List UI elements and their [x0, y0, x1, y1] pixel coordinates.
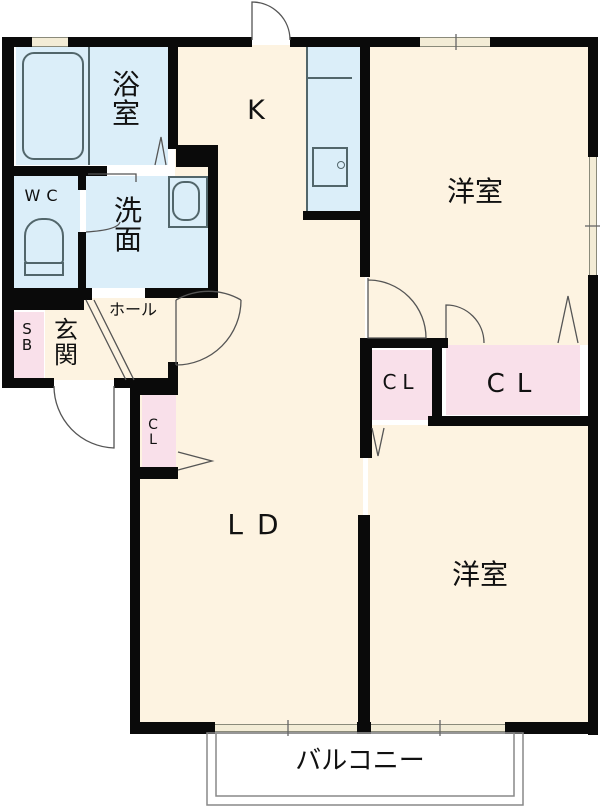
room-label-bath: 浴 室	[111, 68, 140, 131]
bathtub-icon	[22, 52, 84, 160]
wall-bath-bottom	[2, 166, 107, 176]
wall-center-divider-top	[360, 37, 370, 277]
wall-bath-right	[168, 37, 178, 149]
hall-floor	[45, 298, 175, 380]
wall-bottom-left	[130, 722, 215, 734]
wall-entrance-bottom	[2, 378, 54, 388]
wall-bottom-right	[505, 722, 598, 734]
room-label-western-room-1: 洋室	[446, 175, 503, 208]
wall-entrance-bottom-2	[114, 378, 178, 388]
ld-closet-floor	[142, 395, 176, 467]
counter-divider	[308, 77, 352, 79]
wall-ld-closet-bottom	[138, 467, 178, 479]
wall-closet-divider	[432, 340, 442, 426]
wall-center-divider-mid	[360, 338, 372, 458]
room-label-closet-center: CL	[382, 370, 420, 394]
wall-top-left	[2, 37, 252, 47]
wall-top-mid	[290, 37, 420, 47]
room-label-washroom: 洗 面	[113, 194, 142, 257]
wall-right-upper	[588, 37, 598, 157]
kitchen-sink-icon	[312, 147, 348, 187]
wall-wet-bottom-2	[145, 288, 218, 298]
wall-ld-closet-top	[138, 385, 178, 395]
window-ld-balcony	[215, 724, 357, 732]
room-label-living-dining: LD	[227, 508, 293, 541]
wall-top-right	[490, 37, 596, 47]
wash-basin-bowl-icon	[172, 181, 200, 221]
wall-bottom-mid	[357, 722, 371, 734]
room-label-entrance: 玄 関	[54, 316, 78, 370]
wall-kitchen-counter-end	[303, 211, 363, 220]
room-label-closet-bedroom: CL	[486, 369, 544, 399]
room-label-western-room-2: 洋室	[451, 558, 508, 591]
wall-wc-right	[78, 176, 86, 190]
sink-drain-icon	[337, 161, 345, 169]
wc-floor	[10, 176, 80, 288]
window-western-2-balcony	[371, 724, 505, 732]
window-western-1-side	[589, 157, 597, 275]
bedroom-closet-floor	[446, 345, 580, 415]
wall-wc-right-2	[78, 232, 86, 292]
wall-wet-bottom	[2, 288, 92, 300]
room-label-shoe-box: S B	[21, 320, 33, 354]
wall-closet-top	[360, 338, 448, 348]
room-label-balcony: バルコニー	[295, 746, 425, 776]
wall-wash-right-v	[208, 145, 218, 297]
center-closet-floor	[368, 350, 432, 420]
washroom-floor	[86, 176, 208, 288]
room-label-hall: ホール	[108, 300, 157, 319]
wall-closet-bottom	[428, 416, 590, 426]
kitchen-counter	[306, 45, 362, 211]
bath-divider	[88, 47, 90, 165]
wall-hall-right	[168, 362, 178, 388]
room-label-wc: WC	[24, 186, 64, 205]
room-label-kitchen: K	[247, 95, 265, 126]
wall-right-lower	[588, 275, 598, 735]
window-bath	[32, 37, 68, 47]
room-label-closet-ld: C L	[148, 417, 158, 448]
shoe-box-floor	[10, 312, 44, 380]
window-western-1	[420, 37, 490, 47]
western-room-2-floor	[368, 425, 590, 725]
western-room-1-floor	[368, 45, 590, 345]
bath-floor	[16, 45, 168, 165]
toilet-tank-icon	[24, 262, 64, 276]
wall-wash-right	[176, 145, 216, 167]
wall-center-divider-low	[358, 515, 370, 725]
wash-basin-icon	[168, 176, 208, 228]
wall-sb-bottom	[2, 298, 84, 310]
wall-left-ld	[130, 380, 140, 732]
